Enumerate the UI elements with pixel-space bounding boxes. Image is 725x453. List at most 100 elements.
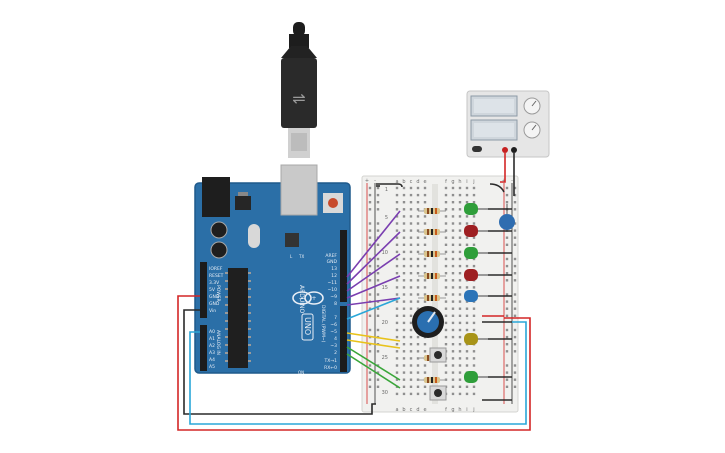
breadboard-hole	[395, 350, 399, 353]
breadboard-hole	[451, 300, 455, 303]
column-label: f	[445, 179, 447, 185]
led-yellow[interactable]	[464, 333, 488, 345]
wire-purple[interactable]	[346, 275, 401, 299]
arduino-uno-board[interactable]: − + ARDUINO UNO DIGITAL (PWM~) POWER ANA…	[194, 164, 351, 375]
breadboard-hole	[416, 286, 420, 289]
resistor[interactable]	[418, 295, 446, 301]
power-switch[interactable]	[472, 146, 482, 152]
breadboard-hole	[416, 335, 420, 339]
led-blue[interactable]	[464, 290, 488, 302]
rail-hole	[368, 222, 372, 225]
mid-pin-labels: 7 ~6 ~5 4 ~3 2 TX→1 RX←0	[324, 315, 338, 371]
breadboard-hole	[444, 371, 448, 374]
loop-wire-red[interactable]	[177, 295, 531, 431]
breadboard-hole	[409, 222, 413, 225]
row-number-labels: 1 5 10 15 20 25 30	[382, 187, 388, 396]
breadboard-hole	[395, 293, 399, 296]
rail-hole	[376, 378, 380, 381]
breadboard-hole	[402, 193, 406, 197]
breadboard-hole	[458, 250, 462, 254]
breadboard-hole	[472, 193, 476, 197]
breadboard-hole	[451, 378, 455, 381]
breadboard-hole	[402, 215, 406, 218]
wire-yellow[interactable]	[346, 332, 401, 342]
rail-hole	[368, 236, 372, 239]
breadboard-hole	[423, 264, 427, 268]
rail-wire-black[interactable]	[489, 183, 505, 193]
breadboard-hole	[409, 314, 413, 317]
breadboard-hole	[402, 371, 406, 374]
push-button[interactable]	[429, 385, 447, 401]
rail-hole	[505, 236, 509, 239]
potentiometer[interactable]	[412, 306, 444, 338]
resistor[interactable]	[418, 377, 446, 383]
breadboard-hole	[465, 243, 469, 246]
led-green[interactable]	[464, 203, 488, 215]
wire-purple[interactable]	[346, 231, 401, 285]
rail-hole	[368, 378, 372, 381]
breadboard-hole	[458, 222, 462, 225]
breadboard-hole	[416, 215, 420, 218]
pin-label: 4	[334, 336, 337, 342]
analog-pin-labels: A0 A1 A2 A3 A4 A5	[209, 329, 215, 370]
breadboard-hole	[458, 186, 462, 190]
breadboard-hole	[423, 272, 427, 275]
resistor[interactable]	[418, 208, 446, 214]
rail-wire-black[interactable]	[376, 183, 403, 188]
push-button[interactable]	[429, 347, 447, 363]
led-green[interactable]	[464, 247, 488, 259]
rail-hole	[505, 201, 509, 204]
led-red[interactable]	[464, 225, 488, 237]
breadboard-hole	[402, 236, 406, 239]
tx-label: TX	[298, 254, 304, 259]
wire-purple[interactable]	[346, 297, 401, 306]
breadboard-hole	[444, 215, 448, 218]
breadboard-hole	[451, 385, 455, 388]
wire-green[interactable]	[346, 353, 401, 389]
breadboard-hole	[416, 364, 420, 367]
wire-blue[interactable]	[346, 297, 401, 320]
column-label: g	[451, 407, 454, 413]
breadboard-hole	[409, 335, 413, 339]
wire-green[interactable]	[346, 346, 401, 381]
supply-wire-red[interactable]	[500, 153, 506, 183]
row-label: 15	[382, 285, 388, 291]
led-red[interactable]	[464, 269, 488, 281]
breadboard-hole	[416, 264, 420, 268]
column-labels-top: a b c d e f g h i j	[395, 179, 474, 185]
breadboard-hole	[472, 392, 476, 396]
breadboard-hole	[465, 222, 469, 225]
column-label: i	[466, 179, 467, 185]
rail-hole	[368, 243, 372, 246]
resistor[interactable]	[418, 273, 446, 279]
rail-hole	[376, 222, 380, 225]
resistor[interactable]	[418, 251, 446, 257]
loop-wire-black[interactable]	[183, 309, 376, 415]
rail-hole	[376, 264, 380, 268]
breadboard-hole	[402, 392, 406, 396]
wire-yellow[interactable]	[346, 339, 401, 349]
breadboard-hole	[395, 257, 399, 261]
breadboard-hole	[465, 257, 469, 261]
power-supply[interactable]	[466, 90, 550, 158]
breadboard-hole	[451, 328, 455, 332]
wire-purple[interactable]	[346, 210, 401, 278]
led-green[interactable]	[464, 371, 488, 383]
rail-hole	[368, 364, 372, 367]
power-pin-labels: IOREF RESET 3.3V 5V GND GND Vin	[209, 266, 224, 314]
breadboard-hole	[395, 264, 399, 268]
wire-purple[interactable]	[346, 253, 401, 292]
breadboard-hole	[423, 364, 427, 367]
resistor[interactable]	[418, 229, 446, 235]
pin-label: A4	[209, 357, 215, 363]
loop-wire-blue[interactable]	[189, 321, 527, 425]
breadboard-hole	[423, 257, 427, 261]
breadboard-hole	[395, 335, 399, 339]
breadboard-hole	[465, 357, 469, 360]
breadboard-hole	[402, 314, 406, 317]
row-label: 5	[385, 215, 388, 221]
breadboard-hole	[395, 286, 399, 289]
rail-hole	[368, 371, 372, 374]
rail-hole	[376, 229, 380, 232]
breadboard-hole	[409, 328, 413, 332]
